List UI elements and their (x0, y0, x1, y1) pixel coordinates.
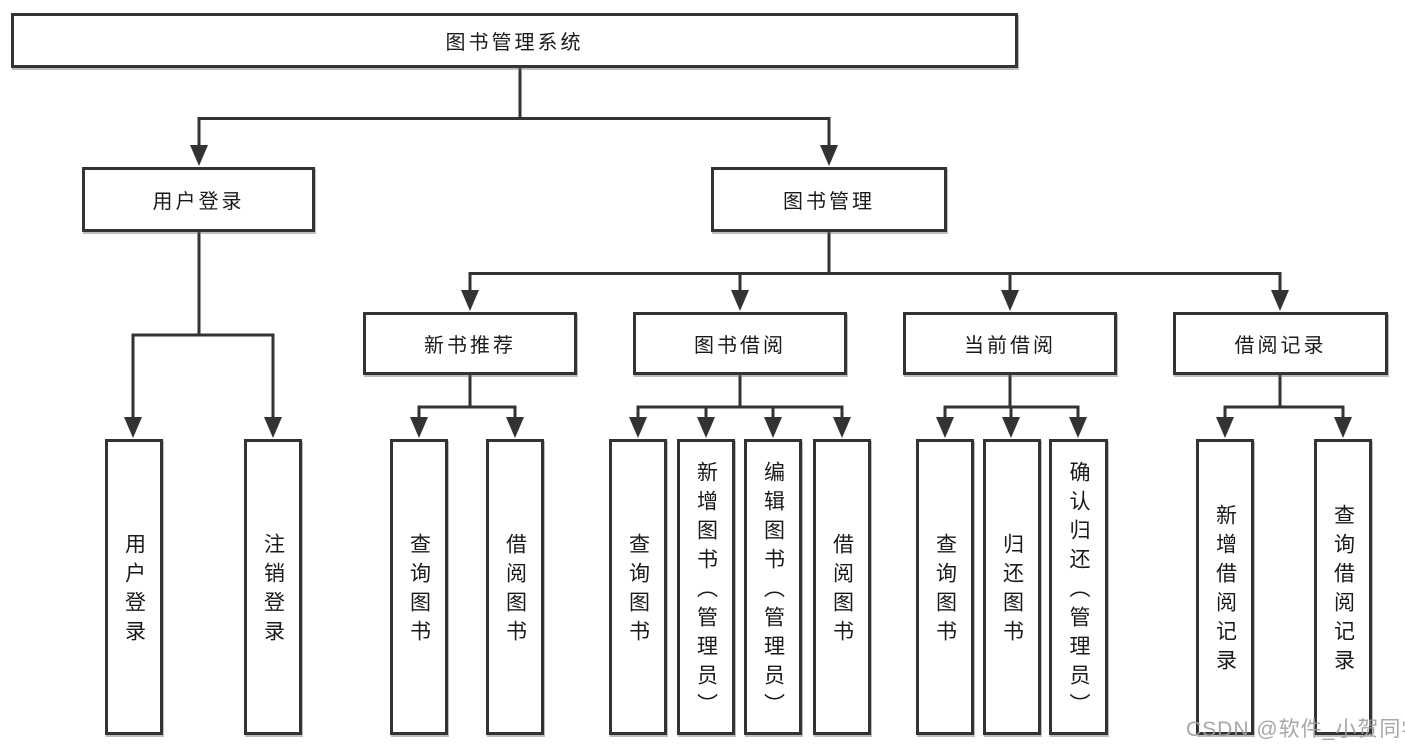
node-book-borrowing: 图书借阅 (633, 312, 847, 375)
node-borrowing-records: 借阅记录 (1173, 312, 1388, 375)
node-label: 新书推荐 (424, 335, 516, 357)
node-label: 用户登录 (152, 191, 245, 213)
leaf-edit-books-admin: 编辑图书（管理员） (744, 439, 802, 735)
leaf-label: 借阅图书 (830, 533, 854, 649)
leaf-query-books-borrowing: 查询图书 (609, 439, 667, 735)
leaf-label: 查询图书 (407, 533, 431, 649)
leaf-label: 用户登录 (122, 533, 146, 649)
node-new-book-recommendation: 新书推荐 (363, 312, 577, 375)
leaf-label: 查询图书 (933, 533, 957, 649)
leaf-query-borrow-record: 查询借阅记录 (1314, 439, 1372, 735)
leaf-label: 注销登录 (261, 533, 285, 649)
leaf-label: 查询图书 (626, 533, 650, 649)
leaf-borrow-books: 借阅图书 (813, 439, 871, 735)
leaf-logout: 注销登录 (244, 439, 302, 735)
leaf-label: 确认归还（管理员） (1067, 460, 1090, 722)
node-current-borrowing: 当前借阅 (903, 312, 1117, 375)
leaf-query-books-current: 查询图书 (916, 439, 974, 735)
node-label: 图书管理 (783, 191, 875, 213)
node-label: 借阅记录 (1234, 335, 1327, 357)
leaf-label: 查询借阅记录 (1331, 504, 1355, 678)
leaf-user-login: 用户登录 (105, 439, 163, 735)
leaf-return-books: 归还图书 (983, 439, 1041, 735)
leaf-add-books-admin: 新增图书（管理员） (677, 439, 735, 735)
leaf-label: 借阅图书 (503, 533, 527, 649)
leaf-label: 新增借阅记录 (1213, 504, 1237, 678)
leaf-add-borrow-record: 新增借阅记录 (1196, 439, 1254, 735)
csdn-watermark: CSDN @软件_小贺同学 (1186, 718, 1405, 741)
node-label: 图书管理系统 (445, 32, 584, 54)
leaf-label: 编辑图书（管理员） (761, 460, 785, 722)
node-user-login: 用户登录 (82, 167, 315, 232)
leaf-borrow-books-recommend: 借阅图书 (486, 439, 544, 735)
leaf-query-books-recommend: 查询图书 (390, 439, 448, 735)
leaf-label: 新增图书（管理员） (694, 460, 718, 722)
node-label: 当前借阅 (964, 335, 1056, 357)
node-book-management: 图书管理 (711, 167, 947, 232)
leaf-label: 归还图书 (1000, 533, 1024, 649)
node-library-management-system: 图书管理系统 (11, 13, 1018, 68)
node-label: 图书借阅 (694, 335, 786, 357)
leaf-confirm-return-admin: 确认归还（管理员） (1049, 439, 1108, 735)
